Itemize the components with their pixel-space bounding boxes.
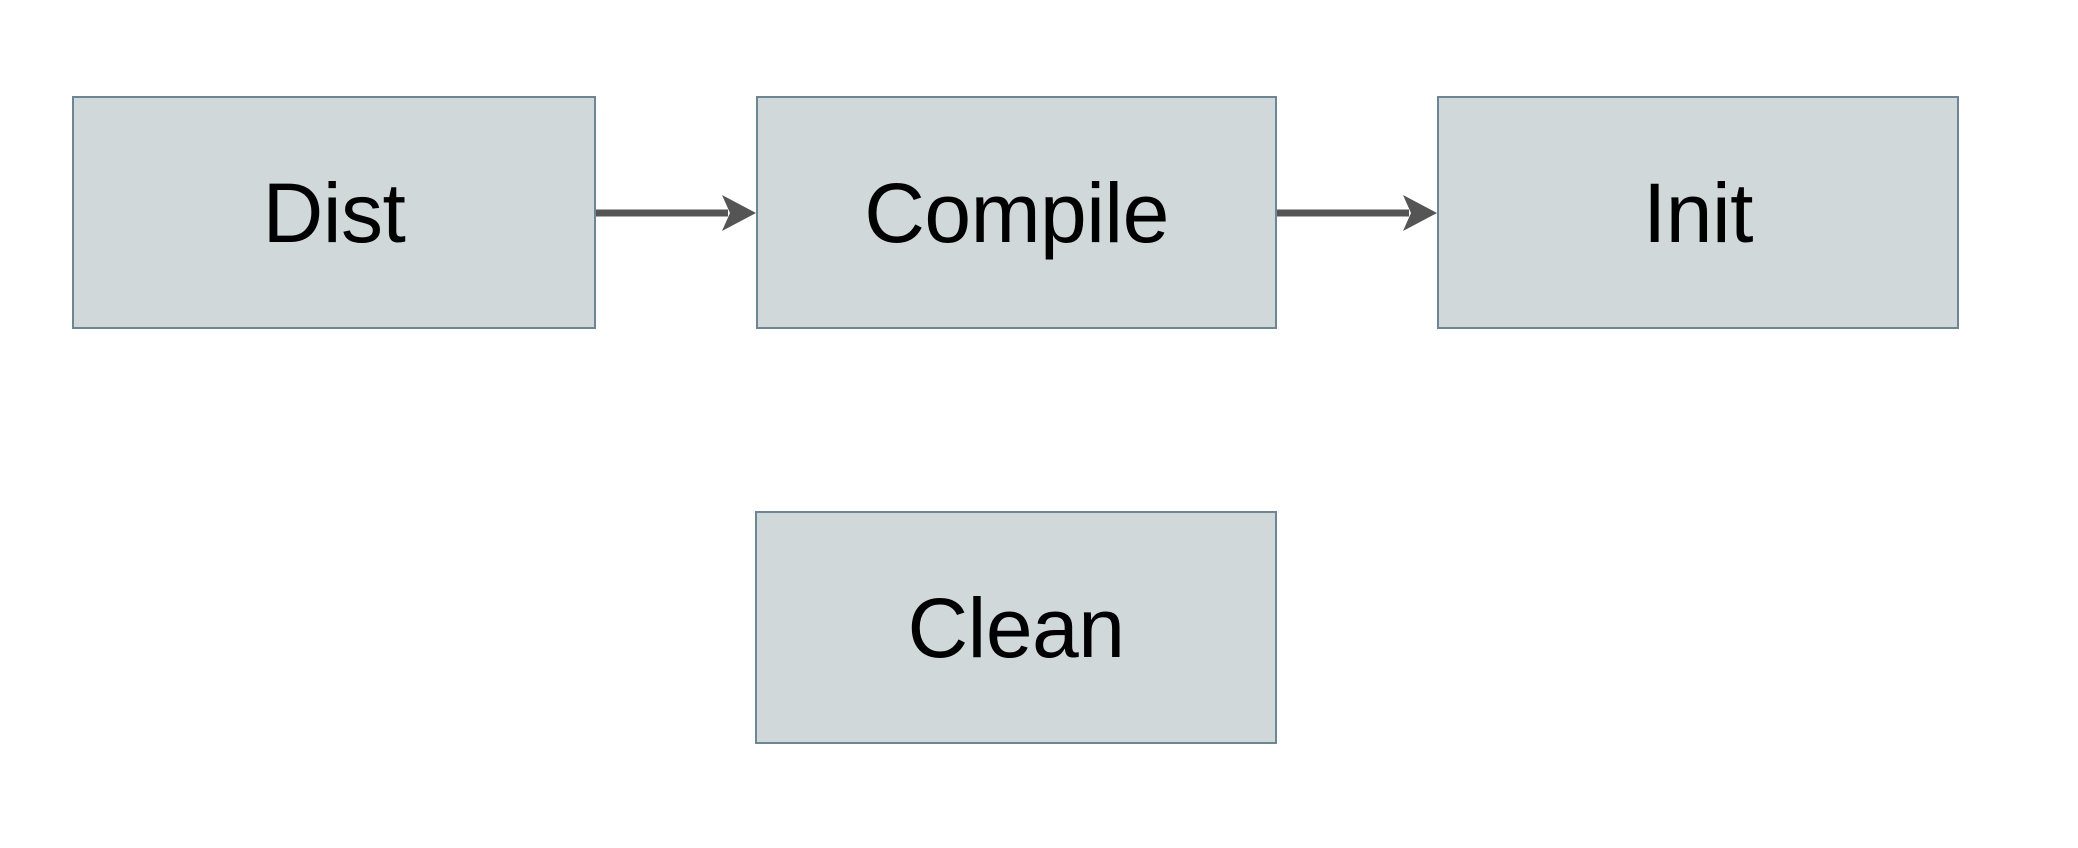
node-clean-label: Clean	[907, 580, 1125, 675]
edge-compile-to-init-svg	[1277, 195, 1437, 231]
node-dist[interactable]: Dist	[72, 96, 596, 329]
node-init[interactable]: Init	[1437, 96, 1959, 329]
edge-dist-to-compile-svg	[596, 195, 756, 231]
node-dist-label: Dist	[262, 165, 406, 260]
node-compile-label: Compile	[864, 165, 1169, 260]
node-compile[interactable]: Compile	[756, 96, 1277, 329]
node-clean[interactable]: Clean	[755, 511, 1277, 744]
arrowhead-icon	[722, 195, 756, 231]
edge-compile-to-init[interactable]	[1277, 186, 1437, 240]
arrowhead-icon	[1403, 195, 1437, 231]
edge-dist-to-compile[interactable]	[596, 186, 756, 240]
node-init-label: Init	[1642, 165, 1754, 260]
